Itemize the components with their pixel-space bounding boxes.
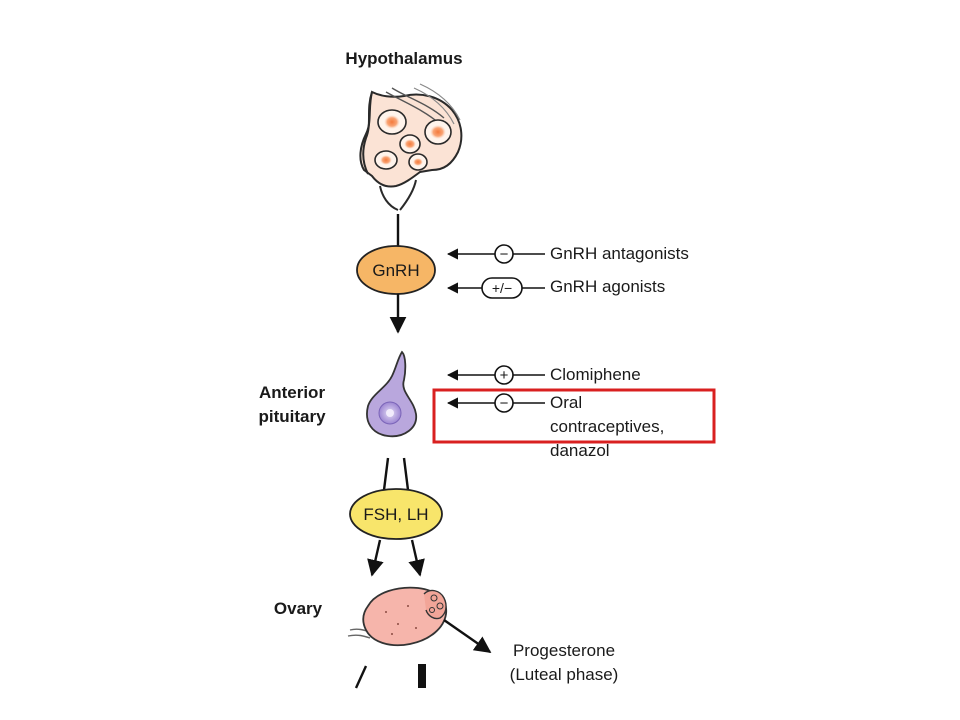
- modulator-label-line3: danazol: [550, 441, 610, 460]
- anterior-pituitary-label-line2: pituitary: [258, 407, 326, 426]
- plus-minus-sign-icon: [481, 277, 523, 299]
- progesterone-label-line1: Progesterone: [513, 641, 615, 660]
- progesterone-label-line2: (Luteal phase): [510, 665, 619, 684]
- modulator-gnrh-antagonists: − GnRH antagonists: [446, 244, 689, 264]
- pituitary-to-fsh-lh-line-right: [402, 457, 410, 491]
- modulator-label: GnRH agonists: [550, 277, 665, 296]
- ovary-label: Ovary: [274, 599, 323, 618]
- modulator-clomiphene: + Clomiphene: [446, 365, 641, 385]
- minus-sign-icon: [494, 244, 514, 264]
- sign-text: −: [500, 395, 509, 412]
- modulator-label-line2: contraceptives,: [550, 417, 664, 436]
- ovary-illustration: [347, 586, 448, 647]
- gnrh-label: GnRH: [372, 261, 419, 280]
- cropped-feedback-line-right: [418, 664, 426, 688]
- fsh-lh-to-ovary-arrow-right: [408, 539, 425, 577]
- modulator-label: Clomiphene: [550, 365, 641, 384]
- modulator-label-line1: Oral: [550, 393, 582, 412]
- modulator-gnrh-agonists: +/− GnRH agonists: [446, 277, 665, 299]
- pituitary-cell-illustration: [366, 350, 417, 438]
- fsh-lh-to-ovary-arrow-left: [367, 539, 384, 577]
- plus-sign-icon: [494, 365, 514, 385]
- fsh-lh-label: FSH, LH: [363, 505, 428, 524]
- cropped-feedback-line-left: [354, 665, 368, 689]
- sign-text: +/−: [492, 280, 512, 296]
- hypothalamus-label: Hypothalamus: [345, 49, 462, 68]
- hypothalamus-illustration: [359, 83, 463, 211]
- modulator-oral-contraceptives: − Oral contraceptives, danazol: [446, 393, 664, 460]
- anterior-pituitary-label-line1: Anterior: [259, 383, 326, 402]
- minus-sign-icon: [494, 393, 514, 413]
- modulator-label: GnRH antagonists: [550, 244, 689, 263]
- pituitary-to-fsh-lh-line-left: [382, 457, 390, 491]
- sign-text: +: [500, 367, 509, 384]
- highlight-box: [432, 388, 716, 444]
- fsh-lh-node: FSH, LH: [349, 488, 443, 540]
- ovary-to-progesterone-arrow: [443, 619, 492, 653]
- sign-text: −: [500, 246, 509, 263]
- gnrh-node: GnRH: [356, 245, 436, 295]
